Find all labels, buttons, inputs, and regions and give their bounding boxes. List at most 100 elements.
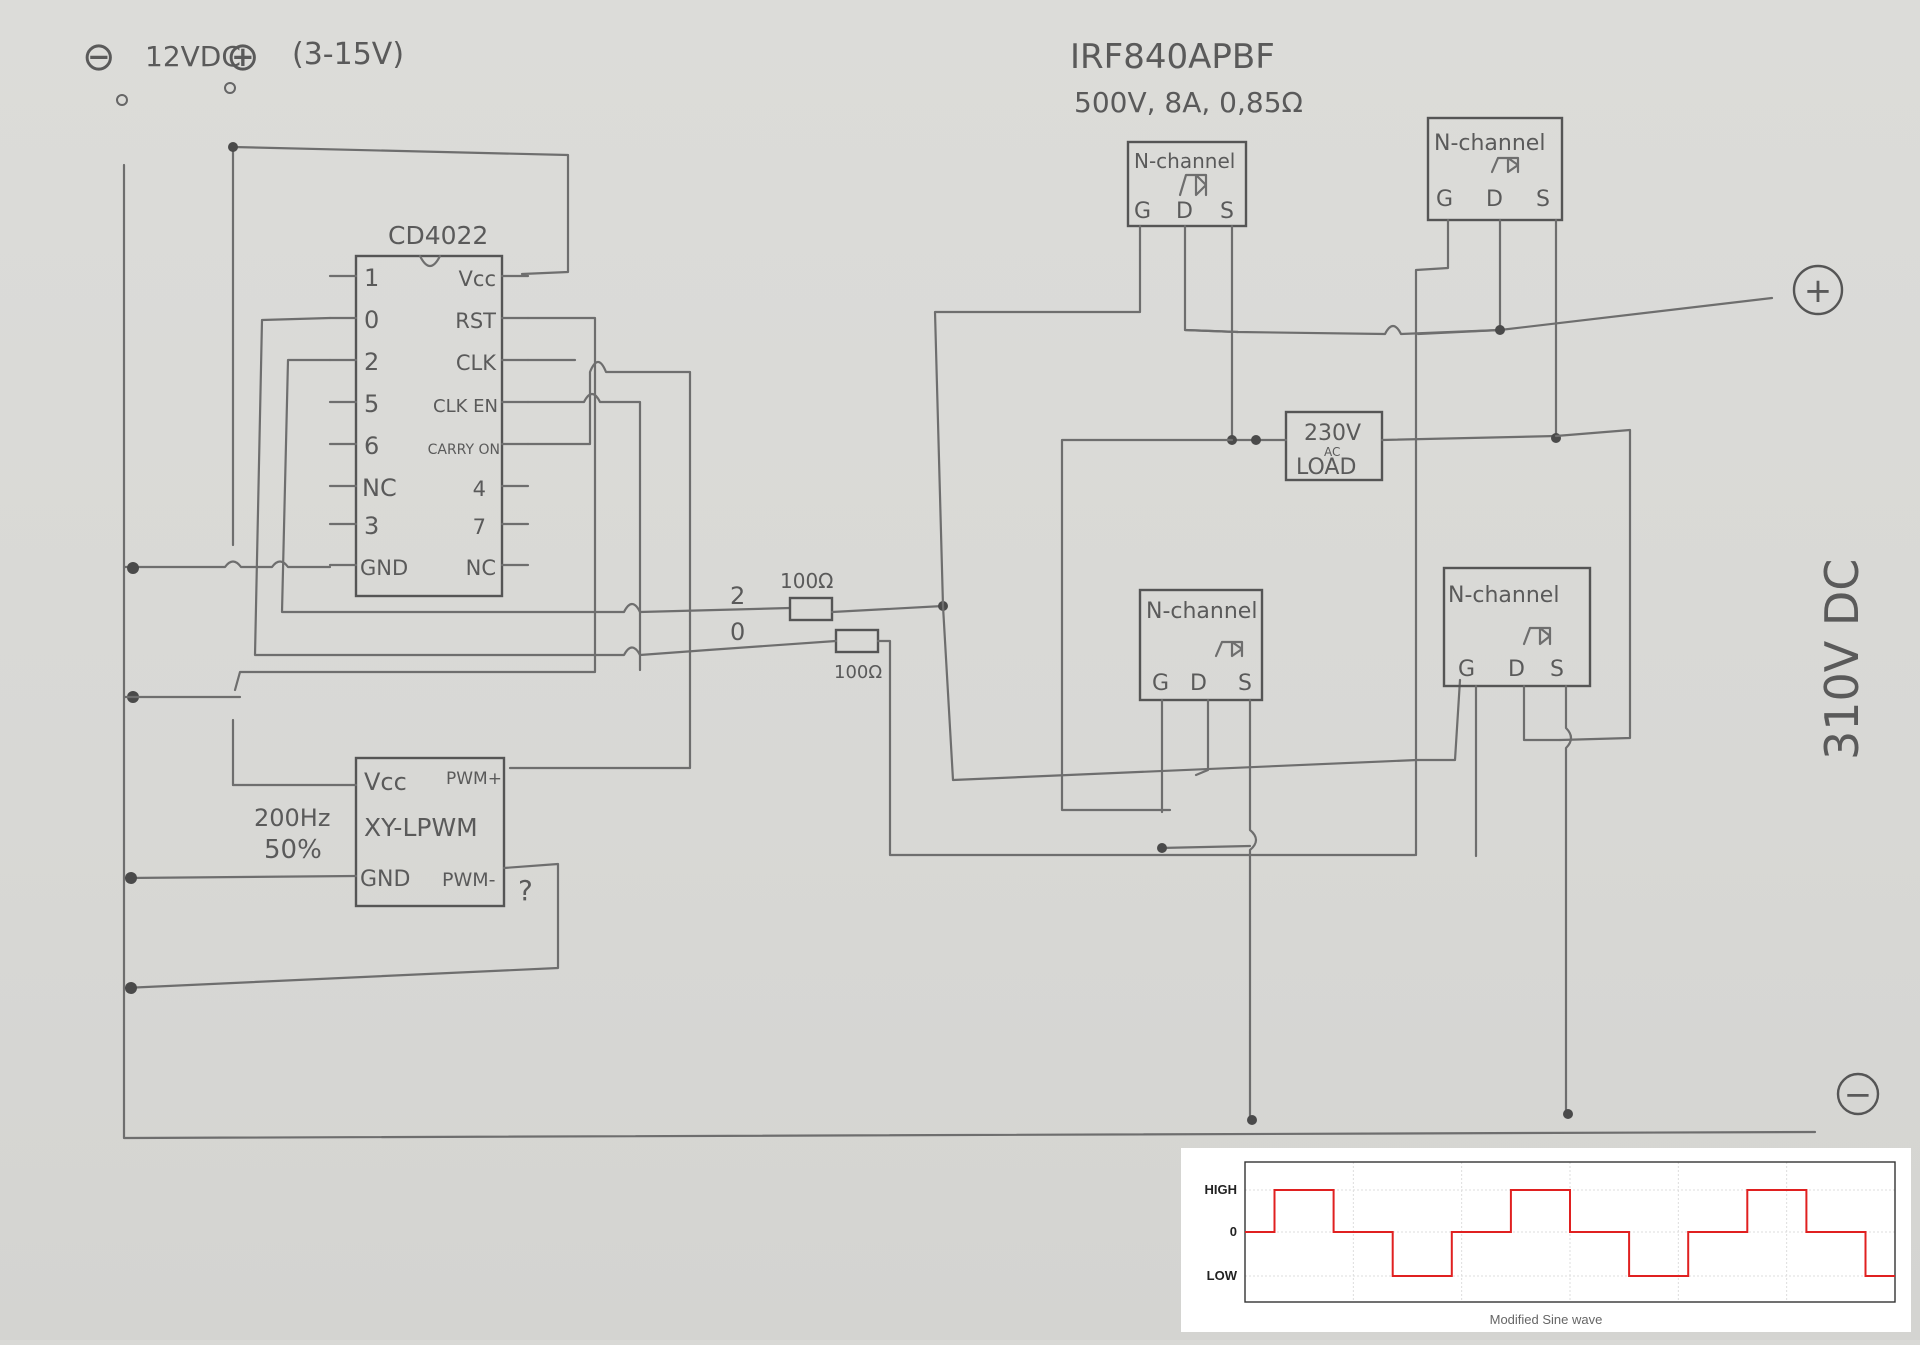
mosfet-diode-symbol [1214, 640, 1244, 658]
mosfet-pin-s: S [1550, 657, 1564, 682]
q3-drain-lead [1194, 698, 1210, 777]
pwm-module-body [354, 756, 506, 908]
ic-notch [418, 254, 442, 268]
mosfet-q3: N-channel G D S [1138, 588, 1264, 702]
junction-dot [1157, 843, 1167, 853]
ic-pin-label: CLK [456, 351, 497, 375]
clk-wire [508, 360, 692, 770]
q3-source-lead [1248, 698, 1258, 1120]
ic-pin-label: 6 [364, 432, 379, 460]
mosfet-type-label: N-channel [1146, 599, 1257, 624]
mosfet-body [1426, 116, 1564, 222]
q1-drain-lead [1183, 224, 1240, 334]
q4-source-lead [1564, 684, 1573, 1114]
ic-pin-label: 2 [364, 348, 379, 376]
mosfet-pin-d: D [1486, 187, 1503, 212]
mosfet-pin-s: S [1536, 187, 1550, 212]
waveform-chart: HIGH 0 LOW Modified Sine wave [1205, 1161, 1896, 1327]
gate-drive-a-wire [830, 604, 945, 614]
pwm-gnd-wire [122, 874, 358, 880]
clock-enable-wire [526, 392, 642, 672]
waveform-y-label-low: LOW [1207, 1268, 1238, 1283]
ic-right-pin-stubs [500, 274, 530, 567]
mosfet-q2: N-channel G D S [1426, 116, 1564, 222]
q4-drain-lead [1522, 684, 1562, 742]
junction-dot [1563, 1109, 1573, 1119]
mosfet-body [1126, 140, 1248, 228]
junction-dot [127, 562, 139, 574]
mosfet-body [1442, 566, 1592, 688]
pwm-unknown-mark: ? [518, 874, 533, 907]
dc-plus-bus [1183, 296, 1774, 336]
gate-drive-b-wire [876, 639, 1417, 857]
dc-voltage-label: 310V DC [1815, 559, 1869, 760]
reset-wire [233, 316, 597, 692]
output-0-label: 0 [730, 618, 745, 646]
supply-range: (3-15V) [292, 37, 404, 72]
ic-left-pin-stubs [328, 274, 358, 567]
waveform-inset: HIGH 0 LOW Modified Sine wave [1181, 1148, 1911, 1332]
ac-load: 230V AC LOAD [1284, 410, 1384, 482]
waveform-y-label-zero: 0 [1230, 1224, 1237, 1239]
mosfet-pin-d: D [1176, 199, 1193, 224]
waveform-series-line [1245, 1189, 1895, 1277]
pwm-plus-label: PWM+ [446, 769, 502, 789]
q3-bridge-wire [1158, 844, 1252, 850]
supply-plus-symbol: ⊕ [226, 34, 260, 80]
mosfet-type-label: N-channel [1134, 149, 1235, 173]
ic-pin-label: NC [362, 474, 397, 502]
load-right-wire [1380, 434, 1558, 442]
supply-plus-terminal [224, 82, 236, 94]
q2-gate-lead [1414, 218, 1450, 857]
ic-pin-label: 5 [364, 390, 379, 418]
mosfet-q1: N-channel G D S [1126, 140, 1248, 228]
pwm-vcc-label: Vcc [364, 768, 407, 796]
ic-pin-label: CARRY ON [428, 442, 500, 458]
mosfet-pin-d: D [1190, 671, 1207, 696]
pwm-minus-wire [122, 862, 560, 990]
supply-label: 12VDC [145, 40, 241, 73]
mosfet-pin-g: G [1134, 199, 1151, 224]
q2-drain-lead [1416, 218, 1502, 336]
mosfet-spec: 500V, 8A, 0,85Ω [1074, 86, 1303, 119]
ic-ground-wire [122, 560, 332, 569]
load-voltage: 230V [1304, 421, 1361, 446]
pwm-minus-label: PWM- [442, 869, 496, 891]
mosfet-pin-g: G [1458, 657, 1475, 682]
mosfet-diode-symbol [1178, 173, 1208, 197]
ic-pin-label: GND [360, 556, 408, 580]
ic-pin-label: Vcc [459, 267, 496, 291]
resistor-1 [788, 596, 834, 622]
load-body [1284, 410, 1384, 482]
dc-plus-label: + [1804, 271, 1833, 311]
dc-minus-label: − [1844, 1075, 1873, 1115]
resistor-1-value: 100Ω [780, 569, 833, 593]
mosfet-body [1138, 588, 1264, 702]
dc-plus-terminal [1792, 264, 1844, 316]
vcc-wire [231, 145, 570, 276]
mosfet-pin-g: G [1436, 187, 1453, 212]
mosfet-pin-s: S [1220, 199, 1234, 224]
waveform-caption: Modified Sine wave [1490, 1312, 1603, 1327]
junction-dot [1495, 325, 1505, 335]
output-2-label: 2 [730, 582, 745, 610]
mosfet-pin-d: D [1508, 657, 1525, 682]
mosfet-diode-symbol [1522, 626, 1552, 646]
mosfet-q4: N-channel G D S [1442, 566, 1592, 688]
ic-pin-label: 1 [364, 264, 379, 292]
supply-minus-symbol: ⊖ [82, 34, 116, 80]
ic-pin-label: 4 [473, 477, 486, 501]
junction-dot [1247, 1115, 1257, 1125]
junction-dot [125, 872, 137, 884]
ic-body [354, 254, 504, 598]
dc-minus-terminal [1836, 1072, 1880, 1116]
pwm-frequency: 200Hz [254, 804, 330, 832]
gate-q1-wire [933, 248, 1142, 608]
mosfet-part-number: IRF840APBF [1070, 37, 1275, 77]
ic-name: CD4022 [388, 221, 488, 250]
pwm-duty: 50% [264, 835, 322, 865]
load-to-q3-wire [1060, 438, 1234, 812]
ic-pin-label: NC [466, 556, 496, 580]
